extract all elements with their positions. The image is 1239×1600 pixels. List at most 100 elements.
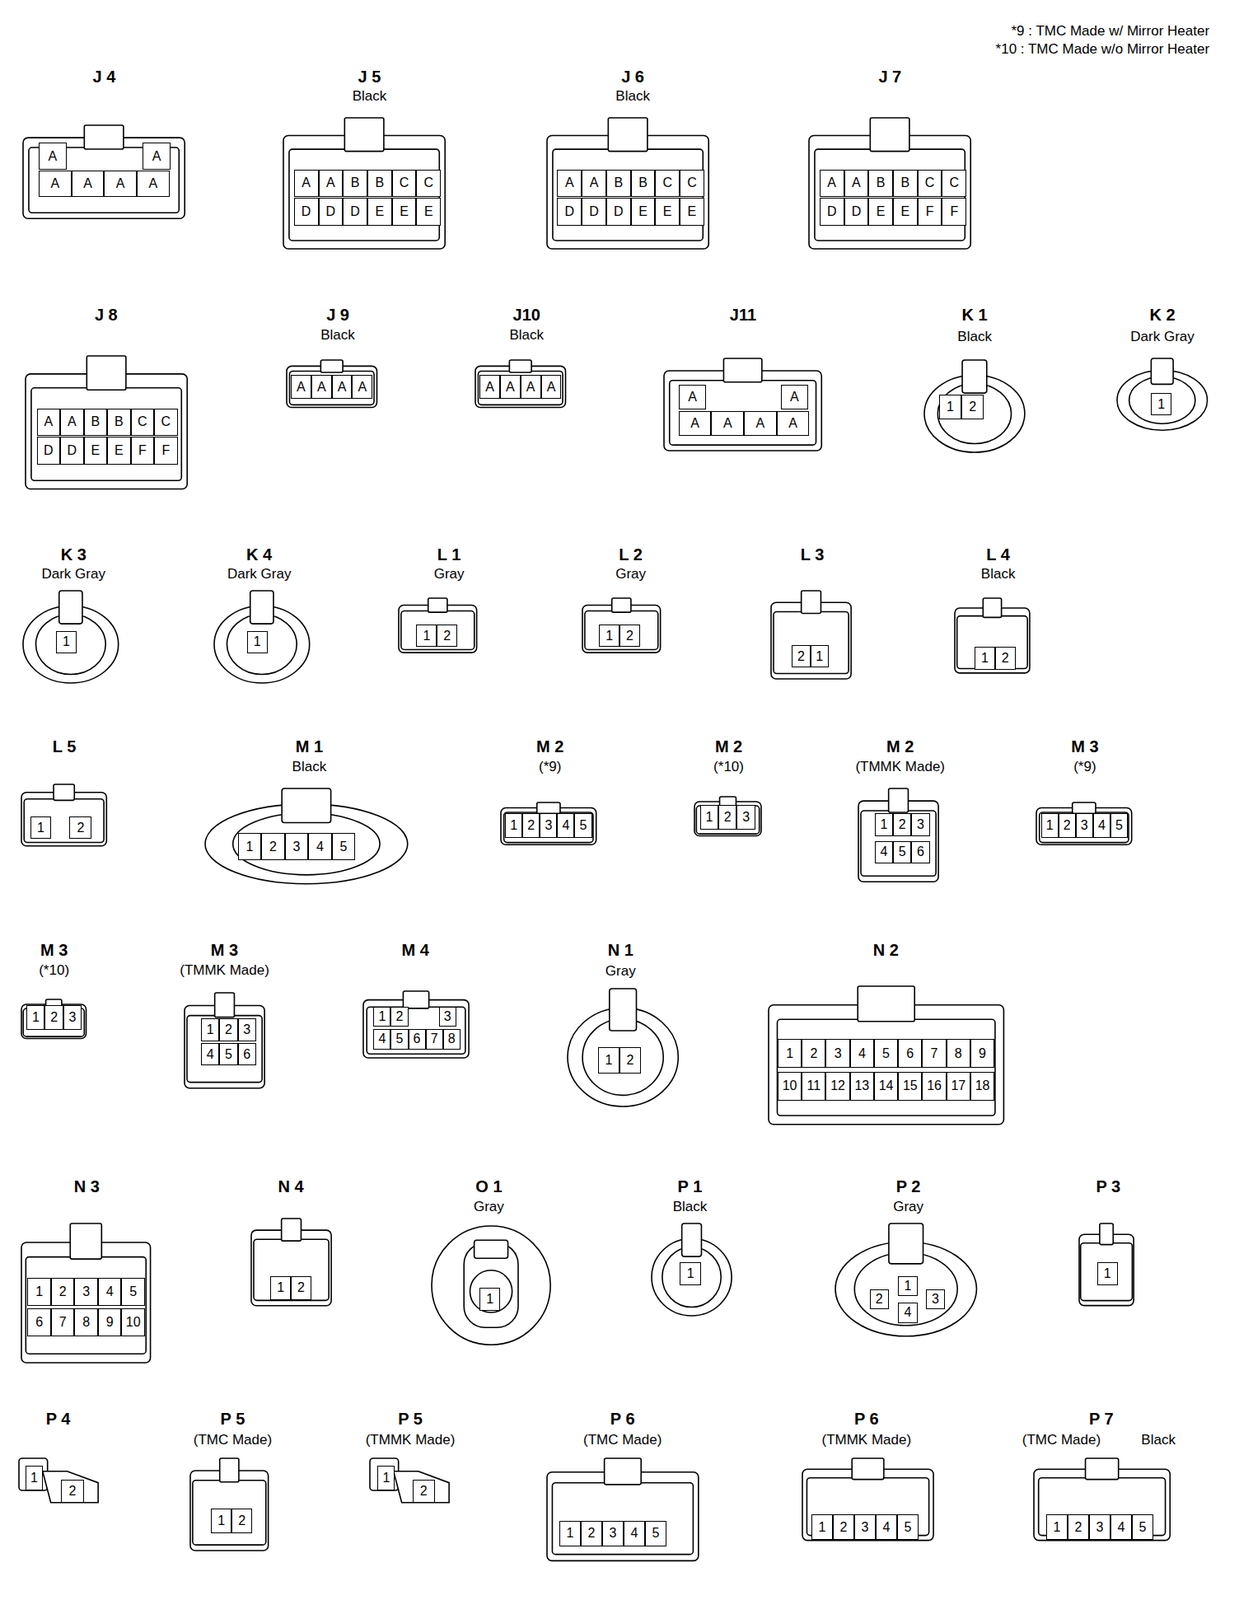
pin-label: 1 <box>874 813 894 836</box>
connector-housing <box>283 135 445 250</box>
pin-label: 8 <box>946 1038 971 1068</box>
connector-face <box>584 610 659 650</box>
pin-label: 4 <box>897 1302 918 1324</box>
pin-label: D <box>844 197 870 225</box>
pin-label: 9 <box>970 1038 995 1068</box>
pin-label: 1 <box>238 832 262 861</box>
pin-label: B <box>342 169 368 197</box>
connector: J 8AABBCCDDEEFF <box>24 355 188 491</box>
pin-label: 2 <box>791 645 810 668</box>
pin-label: F <box>917 197 943 225</box>
pin-label: C <box>392 169 417 197</box>
connector: M 2(*10)123 <box>693 795 763 837</box>
connector-latch <box>509 360 532 373</box>
connector-name: M 3 <box>40 941 68 959</box>
pin-label: 4 <box>98 1277 122 1305</box>
pin-label: 1 <box>377 1465 395 1491</box>
pin-label: 1 <box>1150 392 1172 416</box>
pin-label: B <box>868 169 894 197</box>
pin-label: 2 <box>69 816 92 839</box>
connector-face <box>696 805 760 834</box>
connector-name: L 1 <box>437 546 462 563</box>
connector-name: M 2 <box>886 738 914 755</box>
connector-housing <box>21 1242 151 1363</box>
connector-note: Black <box>615 88 650 103</box>
connector-latch <box>86 355 127 390</box>
pin-label: 6 <box>408 1028 426 1050</box>
connector-latch <box>281 788 331 823</box>
pin-label: 2 <box>619 624 641 647</box>
connector-note: (TMC Made) <box>193 1431 272 1446</box>
connector-note: (TMMK Made) <box>821 1431 912 1446</box>
connector: J 4AAAAAA <box>22 124 186 220</box>
pin-label: 2 <box>60 1479 84 1502</box>
pin-label: 7 <box>51 1308 75 1336</box>
connector-note: Dark Gray <box>1130 328 1194 343</box>
connector-housing <box>42 1471 99 1503</box>
pin-label: A <box>479 374 501 400</box>
pin-label: 6 <box>897 1038 922 1068</box>
connector: N 1Gray12 <box>566 987 679 1108</box>
connector-face <box>23 799 104 843</box>
pin-label: B <box>84 408 108 436</box>
connector-name: P 6 <box>854 1410 879 1427</box>
connector-note: Gray <box>473 1199 505 1214</box>
pin-label: 5 <box>897 1514 919 1540</box>
pin-label: A <box>331 374 353 400</box>
connector-name: J 8 <box>94 306 118 323</box>
connector-note: Dark Gray <box>41 566 105 581</box>
connector: L 2Gray12 <box>581 597 662 654</box>
pin-label: A <box>819 169 845 197</box>
pin-label: 2 <box>51 1277 75 1305</box>
pin-label: 1 <box>810 645 829 668</box>
pin-label: A <box>136 170 170 197</box>
connector-latch <box>608 988 636 1031</box>
connector-name: L 3 <box>800 546 825 563</box>
pin-label: 1 <box>26 1005 45 1030</box>
pin-label: E <box>893 197 918 225</box>
pin-label: 2 <box>219 1018 238 1041</box>
pin-label: 12 <box>825 1071 850 1101</box>
pin-label: 1 <box>479 1287 501 1310</box>
pin-label: 4 <box>875 1514 898 1540</box>
pin-label: A <box>60 408 84 436</box>
connector-housing <box>184 1005 265 1089</box>
connector-socket <box>469 1269 512 1312</box>
connector-face <box>31 388 182 482</box>
connector-name: K 3 <box>60 546 87 563</box>
pin-label: A <box>556 169 582 197</box>
connector-latch <box>851 1458 884 1480</box>
pin-label: 16 <box>921 1071 946 1101</box>
connector-latch <box>801 590 822 613</box>
connector-latch <box>219 1458 239 1483</box>
pin-label: E <box>367 197 393 225</box>
connector-housing <box>23 137 185 219</box>
pin-label: 1 <box>373 1006 391 1028</box>
pin-label: 9 <box>98 1308 122 1336</box>
pin-label: 6 <box>238 1042 257 1066</box>
connector-latch <box>983 598 1002 618</box>
pin-label: 2 <box>390 1006 408 1028</box>
connector-latch <box>888 1223 924 1264</box>
pin-label: 1 <box>777 1038 802 1068</box>
pin-label: 1 <box>559 1520 581 1547</box>
pin-label: 1 <box>416 624 437 647</box>
pin-label: 3 <box>825 1038 850 1068</box>
connector-name: P 3 <box>1096 1178 1122 1195</box>
pin-label: 1 <box>201 1018 220 1041</box>
connector-housing <box>547 135 709 250</box>
footnote: *10 : TMC Made w/o Mirror Heater <box>995 42 1210 57</box>
pin-label: 4 <box>623 1520 646 1547</box>
connector-outline <box>189 1457 270 1552</box>
pin-label: 3 <box>1075 813 1094 838</box>
pin-label: A <box>541 374 562 400</box>
pin-label: 3 <box>854 1514 876 1540</box>
pin-label: 2 <box>893 813 912 836</box>
connector-latch <box>84 125 125 150</box>
pin-label: A <box>844 169 870 197</box>
pin-label: D <box>556 197 582 225</box>
connector-latch <box>280 1218 301 1241</box>
pin-label: 1 <box>247 631 268 654</box>
connector-name: L 5 <box>52 738 77 755</box>
